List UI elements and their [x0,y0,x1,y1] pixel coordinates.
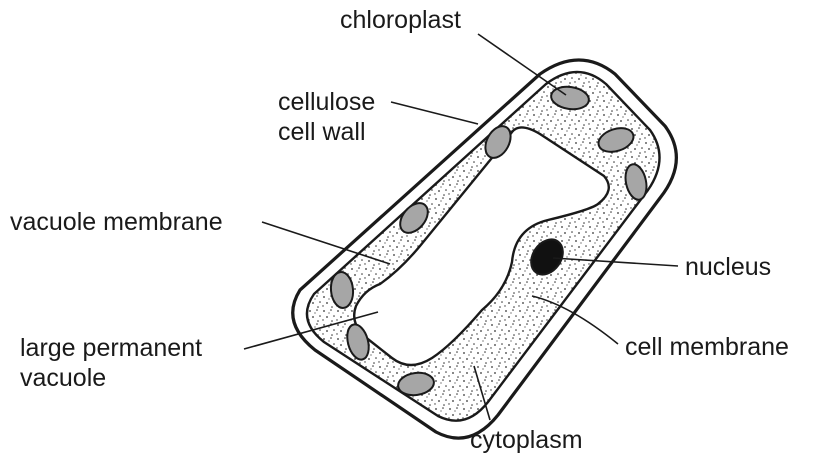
large-vacuole-label-line1: large permanent [20,333,202,363]
cell-wall-label-line2: cell wall [278,117,375,147]
large-vacuole-label-line2: vacuole [20,363,202,393]
cell-membrane-label: cell membrane [625,332,789,362]
leader-line-cell-wall [391,102,478,124]
nucleus-label: nucleus [685,252,771,282]
cell-wall-label-line1: cellulose [278,87,375,117]
leader-line-chloroplast [478,34,566,95]
cytoplasm-label: cytoplasm [470,425,583,455]
chloroplast-label: chloroplast [340,5,461,35]
cell-wall-label: cellulose cell wall [278,87,375,147]
large-vacuole-label: large permanent vacuole [20,333,202,393]
vacuole-membrane-label: vacuole membrane [10,207,223,237]
